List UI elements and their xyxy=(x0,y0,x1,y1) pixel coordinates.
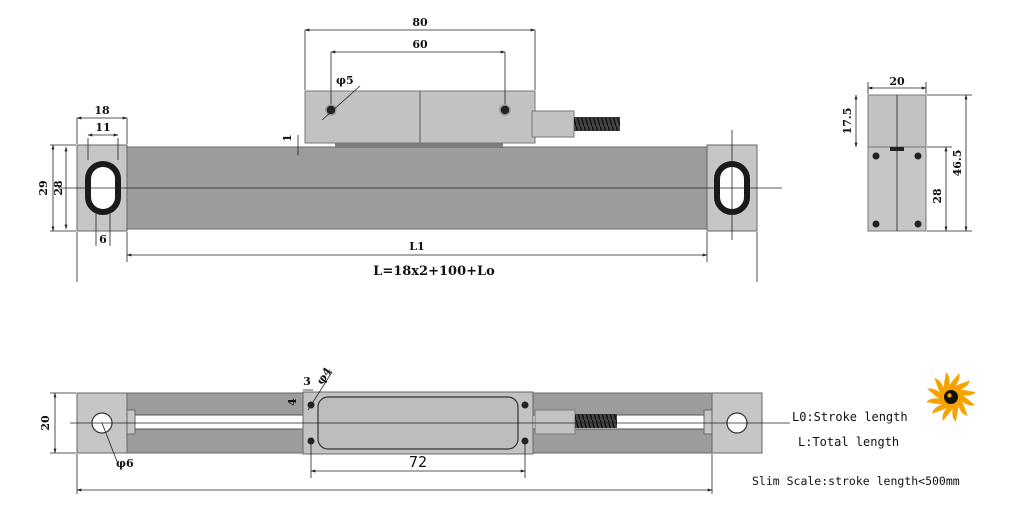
dim-phi5: φ5 xyxy=(336,74,354,87)
bottom-dim-phi4: φ4 xyxy=(314,365,335,387)
note-lo: L0:Stroke length xyxy=(792,410,908,424)
logo-blade xyxy=(927,388,945,401)
side-dim-17-5: 17.5 xyxy=(841,108,854,135)
head-screw-right xyxy=(499,104,511,116)
swirl-sun-logo-icon xyxy=(926,372,976,422)
bottom-cable-spring xyxy=(575,414,617,428)
dim-6: 6 xyxy=(99,233,107,246)
bottom-view: 20 3 φ4 4 φ6 72 xyxy=(39,365,790,494)
side-dim-46-5: 46.5 xyxy=(951,150,964,177)
top-view: 80 60 φ5 18 11 1 29 28 6 xyxy=(37,16,782,282)
dim-29: 29 xyxy=(37,180,50,195)
dim-80: 80 xyxy=(412,16,428,29)
bottom-dim-phi6: φ6 xyxy=(116,457,134,470)
dim-11: 11 xyxy=(95,121,110,134)
side-notch xyxy=(890,147,904,151)
cable-spring xyxy=(574,117,620,131)
bottom-dim-72: 72 xyxy=(409,453,427,471)
bottom-screw-tr xyxy=(521,401,529,409)
head-screw-left xyxy=(325,104,337,116)
side-dim-20: 20 xyxy=(889,75,905,88)
bottom-cable-gland xyxy=(534,409,576,435)
dim-L1: L1 xyxy=(409,240,424,253)
side-screw-tr xyxy=(914,152,922,160)
dim-18: 18 xyxy=(94,104,110,117)
formula: L=18x2+100+Lo xyxy=(373,264,495,279)
logo-blade xyxy=(956,396,968,416)
logo-blade xyxy=(957,393,975,406)
bottom-screw-bl xyxy=(307,437,315,445)
note-slim: Slim Scale:stroke length<500mm xyxy=(752,474,960,488)
dim-1: 1 xyxy=(281,134,294,142)
bottom-dim-4: 4 xyxy=(286,398,299,406)
logo-blade xyxy=(943,372,950,394)
reading-head-base xyxy=(335,140,503,148)
logo-blade xyxy=(934,378,946,398)
logo-blade xyxy=(950,380,970,392)
bottom-screw-br xyxy=(521,437,529,445)
side-screw-tl xyxy=(872,152,880,160)
note-l: L:Total length xyxy=(798,435,899,449)
bottom-dim-3: 3 xyxy=(303,375,311,388)
side-screw-br xyxy=(914,220,922,228)
dim-60: 60 xyxy=(412,38,428,51)
bottom-dim-20: 20 xyxy=(39,415,52,431)
side-screw-bl xyxy=(872,220,880,228)
side-view: 20 17.5 46.5 28 xyxy=(841,75,972,232)
side-dim-28: 28 xyxy=(931,188,944,204)
logo-blade xyxy=(932,402,952,414)
dim-28: 28 xyxy=(52,180,65,196)
logo-blade xyxy=(942,403,955,421)
cable-gland xyxy=(531,110,575,138)
logo-blade xyxy=(947,373,960,391)
